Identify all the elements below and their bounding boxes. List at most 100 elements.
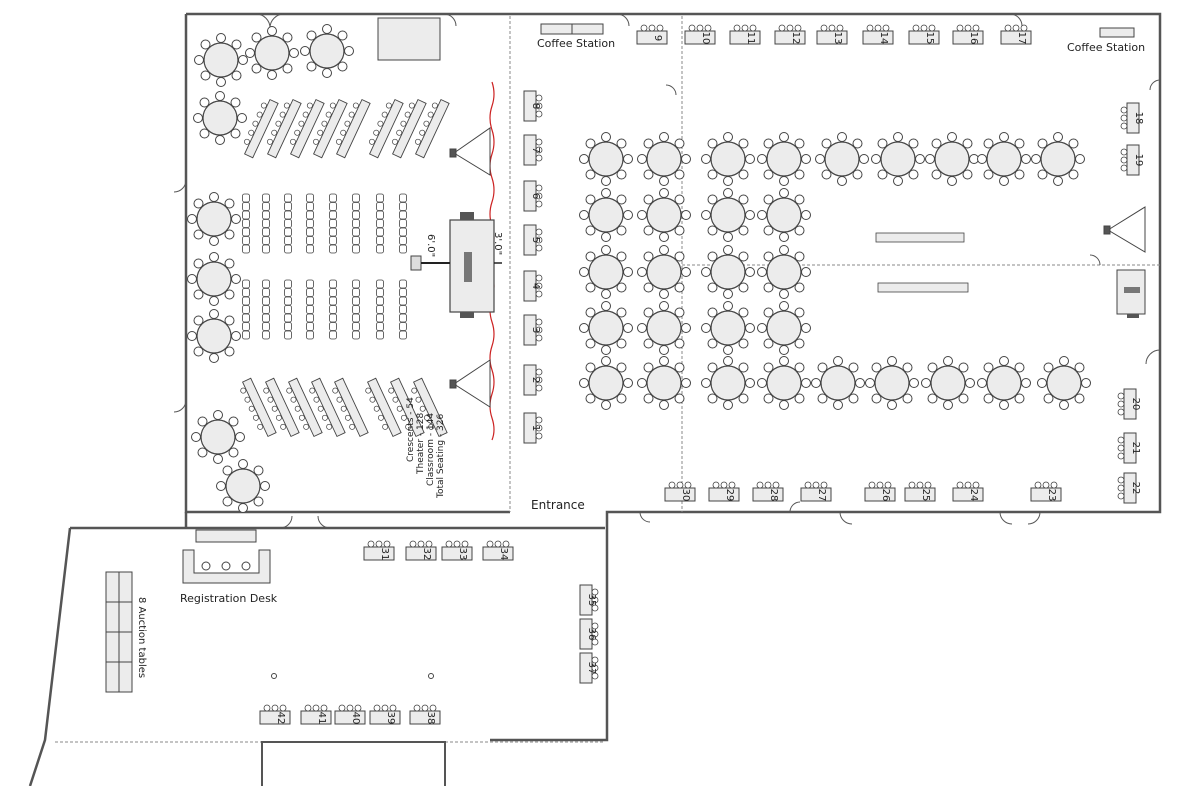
six-top-table-icon: 37 <box>579 652 599 684</box>
chair-icon <box>376 219 384 228</box>
round-table-icon <box>976 131 1032 187</box>
chair-icon <box>242 313 250 323</box>
round-table-icon <box>636 131 692 187</box>
chair-icon <box>376 210 384 220</box>
chair-icon <box>284 244 292 254</box>
exhibit-table-number: 8 <box>530 103 541 109</box>
chair-icon <box>306 330 314 340</box>
exhibit-table-number: 34 <box>498 548 509 561</box>
round-table-icon <box>756 131 812 187</box>
chair-icon <box>352 210 360 220</box>
chair-icon <box>376 193 384 203</box>
chair-icon <box>399 236 407 245</box>
exhibit-table-number: 42 <box>275 712 286 725</box>
chair-icon <box>352 305 360 314</box>
round-table-icon <box>924 131 980 187</box>
column-marker <box>271 673 277 679</box>
stage-dimension-vertical: 3'.0" <box>492 232 503 255</box>
chair-icon <box>242 202 250 211</box>
chair-icon <box>329 322 337 331</box>
chair-icon <box>242 296 250 306</box>
chair-icon <box>262 193 270 203</box>
chair-icon <box>352 330 360 340</box>
round-table-icon <box>578 355 634 411</box>
round-table-icon <box>756 300 812 356</box>
chair-icon <box>306 210 314 220</box>
exhibit-table-number: 32 <box>421 548 432 561</box>
chair-icon <box>262 202 270 211</box>
chair-icon <box>262 210 270 220</box>
chair-icon <box>242 193 250 203</box>
chair-icon <box>262 296 270 306</box>
summary-line-1: Total Seating - 326 <box>436 413 446 499</box>
six-top-table-icon: 18 <box>1120 102 1144 134</box>
six-top-table-icon: 11 <box>729 24 761 45</box>
exhibit-table-number: 14 <box>878 32 889 45</box>
chair-icon <box>242 305 250 314</box>
six-top-table-icon: 15 <box>908 24 940 45</box>
round-table-icon <box>578 131 634 187</box>
chair-icon <box>284 305 292 314</box>
exhibit-table-number: 13 <box>832 32 843 45</box>
round-table-icon <box>756 187 812 243</box>
exhibit-table-number: 10 <box>700 32 711 45</box>
chair-icon <box>352 236 360 245</box>
exhibit-table-number: 9 <box>652 35 663 41</box>
exhibit-table-number: 33 <box>457 548 468 561</box>
chair-icon <box>262 288 270 297</box>
chair-icon <box>376 244 384 254</box>
exhibit-table-number: 26 <box>880 489 891 502</box>
chair-icon <box>399 279 407 289</box>
six-top-table-icon: 36 <box>579 618 599 650</box>
chair-icon <box>306 219 314 228</box>
chair-icon <box>262 236 270 245</box>
chair-icon <box>284 210 292 220</box>
round-table-icon <box>814 131 870 187</box>
chair-icon <box>329 193 337 203</box>
six-top-table-icon: 13 <box>816 24 848 45</box>
chair-icon <box>242 219 250 228</box>
six-top-table-icon: 35 <box>579 584 599 616</box>
left-room-round-tables <box>186 23 355 514</box>
chair-icon <box>242 279 250 289</box>
chair-icon <box>399 313 407 323</box>
chair-icon <box>399 305 407 314</box>
exhibit-table-number: 7 <box>530 147 541 153</box>
chair-icon <box>376 305 384 314</box>
six-top-table-icon: 38 <box>409 704 441 725</box>
column-marker <box>428 673 434 679</box>
chair-icon <box>284 227 292 237</box>
exhibit-table-number: 18 <box>1133 112 1144 125</box>
chair-icon <box>329 244 337 254</box>
six-top-table-icon: 29 <box>708 481 740 502</box>
chair-icon <box>376 288 384 297</box>
six-top-table-icon: 12 <box>774 24 806 45</box>
chair-icon <box>376 279 384 289</box>
six-top-table-icon: 19 <box>1120 144 1144 176</box>
chair-icon <box>262 227 270 237</box>
chair-icon <box>376 236 384 245</box>
exhibit-table-number: 28 <box>768 489 779 502</box>
six-top-table-icon: 22 <box>1117 472 1141 504</box>
chair-icon <box>329 330 337 340</box>
chair-icon <box>242 227 250 237</box>
chair-icon <box>399 202 407 211</box>
chair-icon <box>242 236 250 245</box>
round-table-icon <box>700 300 756 356</box>
six-top-table-icon: 33 <box>441 540 473 561</box>
chair-icon <box>306 305 314 314</box>
six-top-table-icon: 32 <box>405 540 437 561</box>
coffee-station-right-label: Coffee Station <box>1067 41 1145 54</box>
six-top-table-icon: 39 <box>369 704 401 725</box>
exhibit-table-number: 30 <box>680 489 691 502</box>
chair-icon <box>352 313 360 323</box>
chair-icon <box>284 330 292 340</box>
chair-icon <box>329 296 337 306</box>
round-table-icon <box>976 355 1032 411</box>
chair-icon <box>306 313 314 323</box>
chair-icon <box>352 322 360 331</box>
six-top-table-icon: 40 <box>334 704 366 725</box>
av-equipment <box>377 17 441 61</box>
chair-icon <box>306 322 314 331</box>
six-top-table-icon: 6 <box>523 180 543 212</box>
